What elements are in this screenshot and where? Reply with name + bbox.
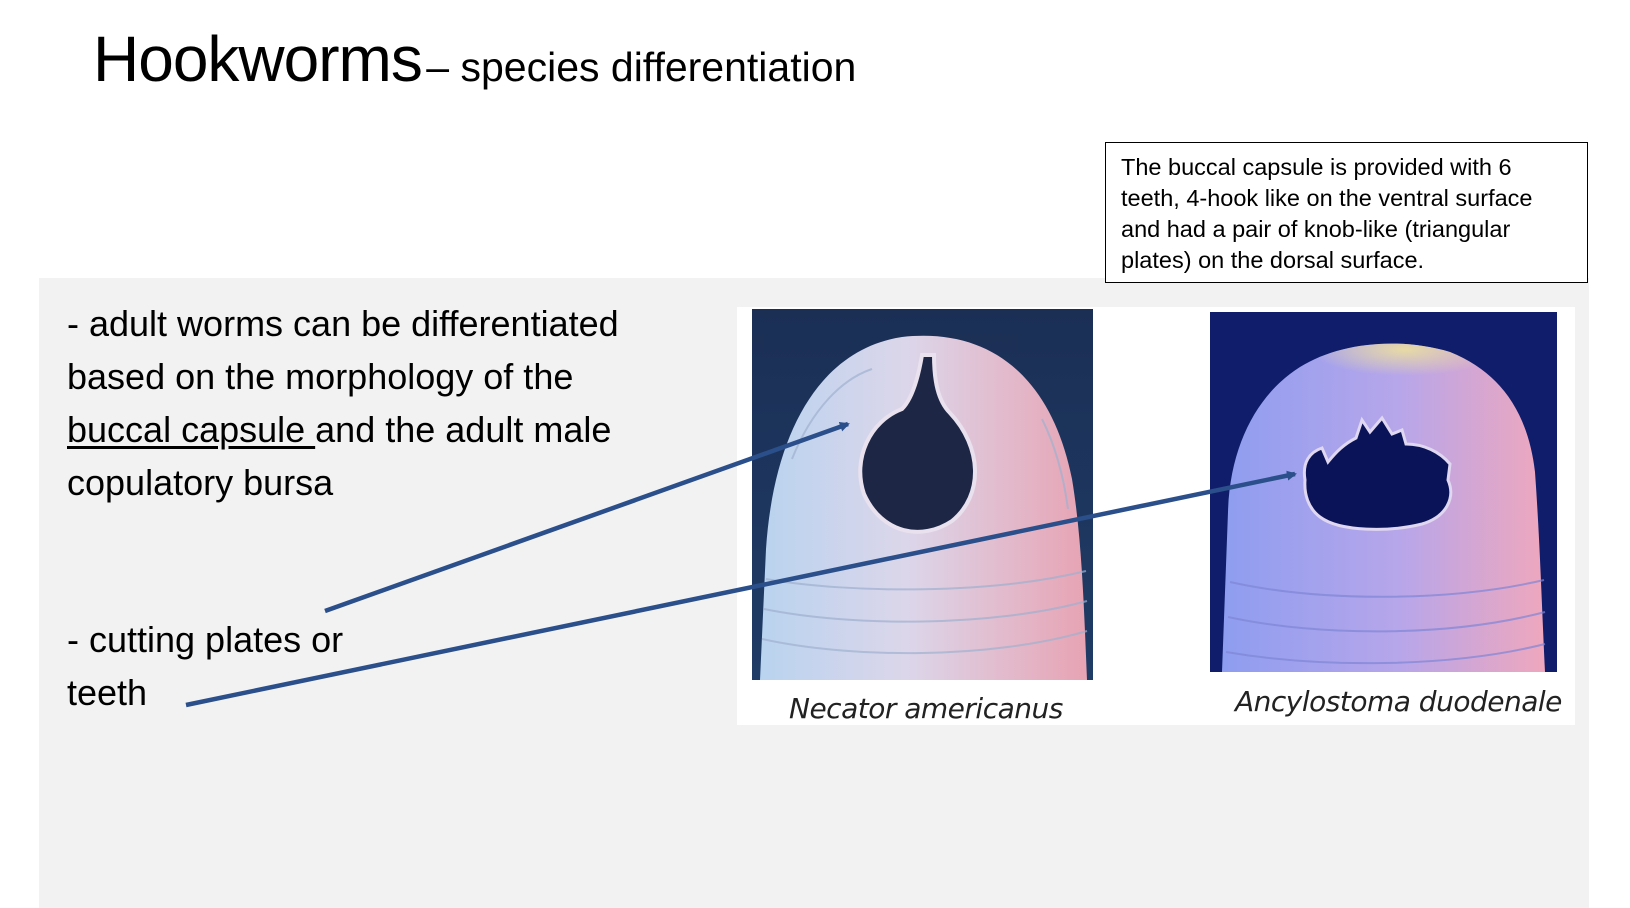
bullet2-line1: - cutting plates or xyxy=(67,619,344,660)
slide-title: Hookworms – species differentiation xyxy=(93,22,856,96)
callout-line3: and had a pair of knob-like (triangular xyxy=(1121,216,1511,242)
callout-line2: teeth, 4-hook like on the ventral surfac… xyxy=(1121,185,1533,211)
title-main: Hookworms xyxy=(93,23,423,95)
necator-micrograph xyxy=(752,309,1093,680)
caption-necator: Necator americanus xyxy=(789,692,1063,725)
title-subtitle: – species differentiation xyxy=(426,44,857,90)
bullet1-line1: - adult worms can be differentiated xyxy=(67,303,619,344)
caption-ancylostoma: Ancylostoma duodenale xyxy=(1235,685,1562,718)
bullet-cutting-plates: - cutting plates or teeth xyxy=(67,613,343,719)
bullet-buccal-capsule: - adult worms can be differentiated base… xyxy=(67,297,619,509)
bullet1-line2: based on the morphology of the xyxy=(67,356,574,397)
bullet1-line3: buccal capsule and the adult male xyxy=(67,403,619,456)
ancylostoma-micrograph xyxy=(1210,312,1557,672)
bullet1-line4: copulatory bursa xyxy=(67,462,334,503)
callout-line4: plates) on the dorsal surface. xyxy=(1121,247,1425,273)
callout-line1: The buccal capsule is provided with 6 xyxy=(1121,154,1512,180)
hookworm-figure: Necator americanus Ancylostoma duodenale xyxy=(737,307,1575,725)
bullet1-line3-rest: and the adult male xyxy=(315,409,612,450)
bullet2-line2: teeth xyxy=(67,672,148,713)
callout-box: The buccal capsule is provided with 6 te… xyxy=(1105,142,1588,283)
buccal-capsule-underlined: buccal capsule xyxy=(67,409,316,450)
